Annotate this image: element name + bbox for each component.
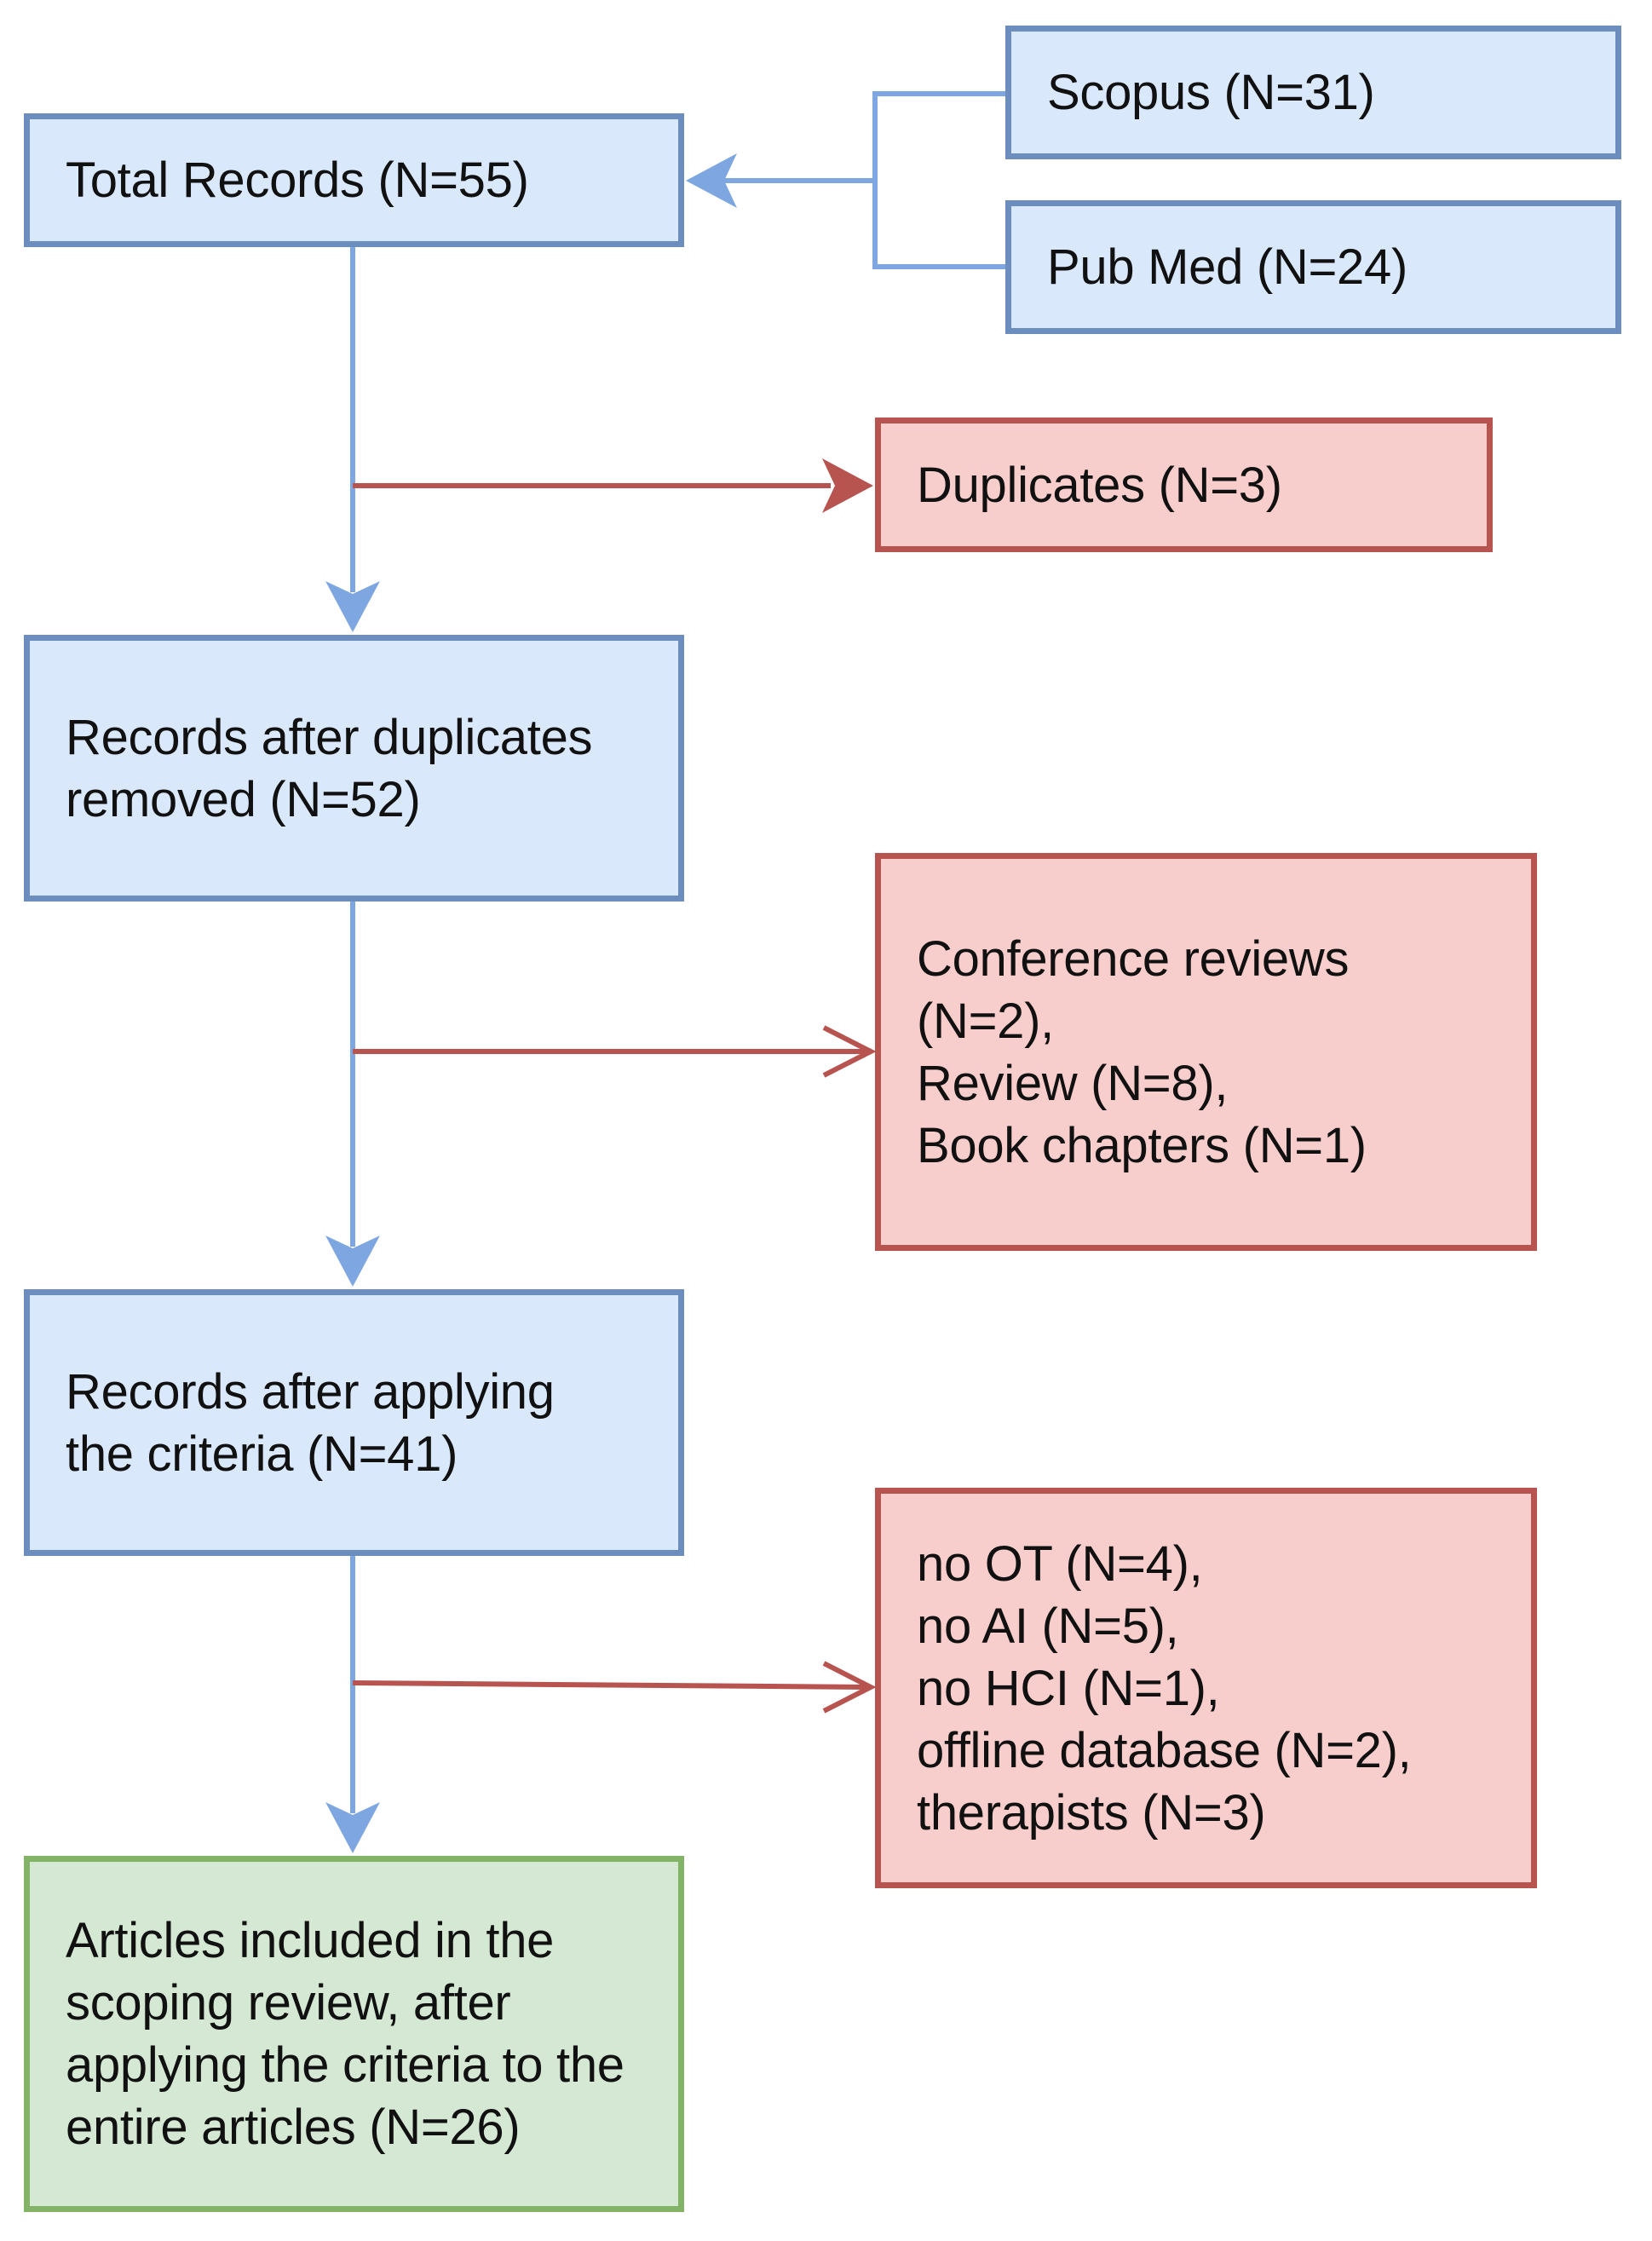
included-articles-line: entire articles (N=26): [66, 2100, 521, 2155]
source-box-scopus: Scopus (N=31): [1005, 26, 1621, 159]
flow-arrowhead-1: [325, 581, 380, 632]
after-criteria-line: the criteria (N=41): [66, 1426, 458, 1482]
criteria-excluded-text: no OT (N=4), no AI (N=5), no HCI (N=1), …: [917, 1533, 1412, 1844]
source-box-pubmed: Pub Med (N=24): [1005, 200, 1621, 334]
included-articles-box: Articles included in the scoping review,…: [24, 1856, 684, 2212]
criteria-excluded-line: no AI (N=5),: [917, 1598, 1179, 1654]
exclusion-arrowhead-duplicates: [822, 458, 873, 513]
criteria-excluded-line: no HCI (N=1),: [917, 1660, 1220, 1716]
criteria-excluded-line: offline database (N=2),: [917, 1722, 1412, 1778]
total-records-text: Total Records (N=55): [66, 149, 529, 211]
type-excluded-text: Conference reviews (N=2), Review (N=8), …: [917, 928, 1367, 1177]
criteria-excluded-box: no OT (N=4), no AI (N=5), no HCI (N=1), …: [875, 1488, 1537, 1888]
total-records-line: Total Records (N=55): [66, 153, 529, 208]
flow-arrowhead-2: [325, 1236, 380, 1287]
after-criteria-box: Records after applying the criteria (N=4…: [24, 1289, 684, 1556]
after-duplicates-line: removed (N=52): [66, 771, 421, 827]
duplicates-excluded-text: Duplicates (N=3): [917, 454, 1282, 516]
exclusion-arrowhead-types: [822, 1025, 877, 1078]
included-articles-text: Articles included in the scoping review,…: [66, 1910, 625, 2158]
included-articles-line: applying the criteria to the: [66, 2037, 625, 2093]
type-excluded-line: Book chapters (N=1): [917, 1117, 1367, 1173]
type-excluded-box: Conference reviews (N=2), Review (N=8), …: [875, 853, 1537, 1251]
source-label-scopus: Scopus (N=31): [1047, 65, 1375, 120]
merge-to-total-arrowhead: [686, 153, 737, 208]
total-records-box: Total Records (N=55): [24, 113, 684, 247]
exclusion-line-criteria: [352, 1680, 872, 1690]
source-label-pubmed: Pub Med (N=24): [1047, 239, 1407, 295]
criteria-excluded-line: therapists (N=3): [917, 1784, 1266, 1841]
criteria-excluded-line: no OT (N=4),: [917, 1535, 1203, 1592]
sources-merge-connector: [872, 91, 1007, 269]
included-articles-line: Articles included in the: [66, 1913, 555, 1968]
after-duplicates-text: Records after duplicates removed (N=52): [66, 706, 593, 831]
type-excluded-line: Review (N=8),: [917, 1055, 1229, 1111]
duplicates-excluded-box: Duplicates (N=3): [875, 418, 1493, 552]
after-duplicates-box: Records after duplicates removed (N=52): [24, 635, 684, 902]
after-criteria-line: Records after applying: [66, 1363, 555, 1420]
after-criteria-text: Records after applying the criteria (N=4…: [66, 1361, 555, 1485]
type-excluded-line: (N=2),: [917, 993, 1054, 1049]
after-duplicates-line: Records after duplicates: [66, 709, 593, 765]
flow-arrowhead-3: [325, 1802, 380, 1853]
duplicates-excluded-line: Duplicates (N=3): [917, 457, 1282, 513]
exclusion-arrowhead-criteria: [822, 1661, 877, 1714]
included-articles-line: scoping review, after: [66, 1975, 511, 2031]
type-excluded-line: Conference reviews: [917, 930, 1350, 987]
